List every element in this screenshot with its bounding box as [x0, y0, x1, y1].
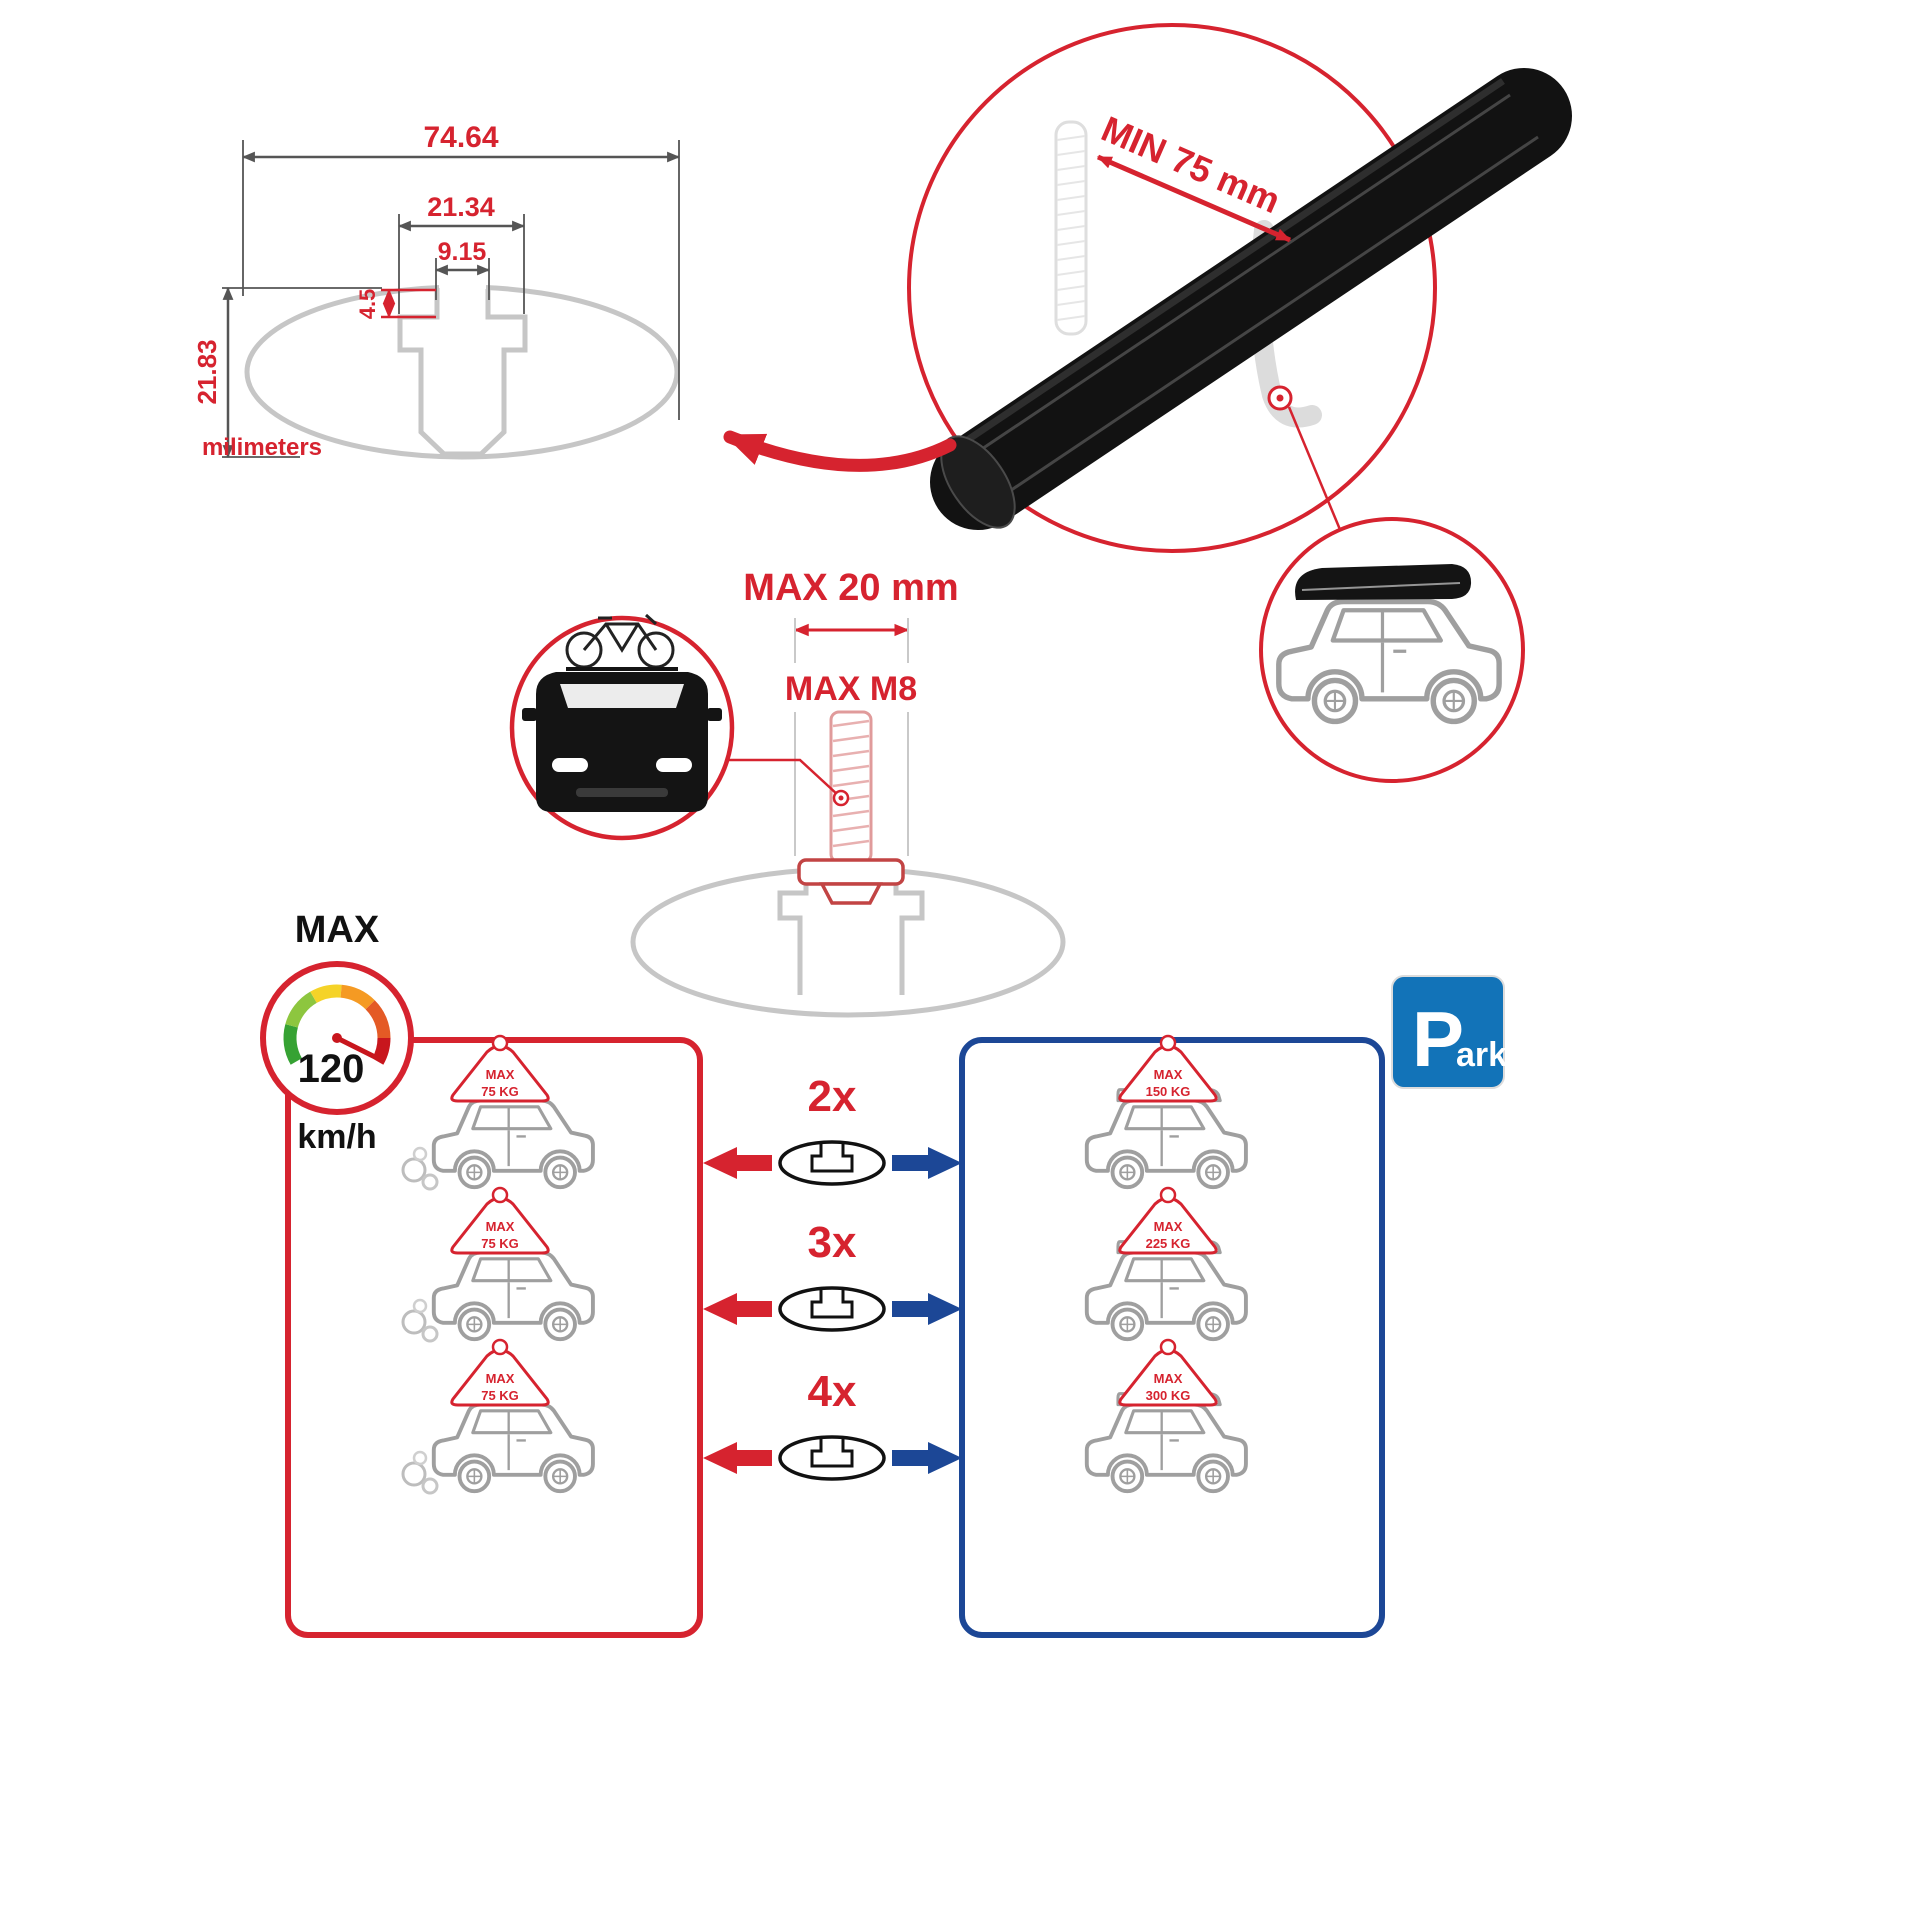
right-arrow-icon — [892, 1442, 962, 1474]
dynamic-load-label-3: MAX 75 KG — [450, 1338, 550, 1407]
right-headlight — [656, 758, 692, 772]
dynamic-load-label-1: MAX 75 KG — [450, 1034, 550, 1103]
speed-limit-gauge: MAX 120 km/h — [260, 909, 414, 1156]
detail-connector-line — [1287, 406, 1343, 533]
ext-lines-total-width — [242, 140, 680, 420]
slot-opening-mask — [439, 280, 486, 294]
load-value: 150 KG — [1146, 1084, 1191, 1099]
static-load-label-1: MAX 150 KG — [1118, 1034, 1218, 1103]
dim-total-height: 21.83 — [192, 339, 222, 404]
speed-value: 120 — [298, 1047, 365, 1091]
t-slot-icon — [810, 1142, 854, 1173]
grille — [576, 788, 668, 797]
load-max-word: MAX — [486, 1067, 515, 1082]
bolt-max-width-label: MAX 20 mm — [743, 567, 958, 609]
hook-icon — [1159, 1186, 1177, 1204]
park-sign-p: P — [1412, 995, 1464, 1083]
gauge-needle-hub — [332, 1033, 342, 1043]
unit-label: milimeters — [202, 434, 322, 461]
speed-max-title: MAX — [295, 909, 380, 951]
hook-icon — [1159, 1338, 1177, 1356]
static-load-panel: MAX 150 KG MAX 225 KG MAX 300 KG — [959, 1034, 1385, 1638]
ext-lines-total-height — [222, 287, 382, 458]
ghost-threaded-rod — [1054, 120, 1088, 336]
dim-cavity-width: 21.34 — [427, 192, 495, 222]
left-arrow-icon — [703, 1442, 772, 1474]
t-slot-icon — [810, 1437, 854, 1468]
dim-slot-width: 9.15 — [438, 238, 487, 266]
car-front-silhouette — [522, 672, 722, 812]
t-bolt-plate — [797, 858, 905, 886]
gauge-arc-segments — [283, 984, 391, 1065]
left-headlight — [552, 758, 588, 772]
right-arrow-icon — [892, 1147, 962, 1179]
dim-total-width: 74.64 — [423, 121, 498, 154]
park-sign: P ark — [1391, 975, 1507, 1089]
bolt-dimension-diagram: MAX 20 mm MAX M8 — [630, 567, 1066, 1018]
dynamic-load-panel: MAX 75 KG MAX 75 KG MAX 75 KG — [285, 1034, 703, 1638]
windshield — [560, 684, 684, 708]
crossbar-detail-circle: MIN 75 mm — [723, 23, 1572, 553]
load-max-word: MAX — [1154, 1067, 1183, 1082]
min-clamp-arrow — [1096, 154, 1292, 243]
crossbar-oval-icon — [778, 1140, 886, 1186]
dynamic-load-label-2: MAX 75 KG — [450, 1186, 550, 1255]
hook-icon — [491, 1034, 509, 1052]
t-bolt-stem — [819, 882, 883, 905]
bolt-max-thread-label: MAX M8 — [785, 670, 917, 708]
crossbar-multiplier-rows: 2x 3x 4x — [703, 1072, 962, 1481]
left-arrow-icon — [703, 1293, 772, 1325]
load-max-word: MAX — [1154, 1219, 1183, 1234]
load-max-word: MAX — [486, 1219, 515, 1234]
static-load-label-2: MAX 225 KG — [1118, 1186, 1218, 1255]
park-sign-ark: ark — [1456, 1036, 1507, 1074]
multiplier-label-4x: 4x — [808, 1367, 857, 1416]
park-sign-board — [1391, 975, 1505, 1089]
hook-icon — [1159, 1034, 1177, 1052]
threaded-bolt — [797, 710, 905, 905]
channel-profile — [777, 872, 925, 995]
crossbar-oval-icon — [778, 1286, 886, 1332]
bolt-pointer-line — [716, 758, 839, 796]
crossbar-oval-icon — [778, 1435, 886, 1481]
cross-section-dimension-diagram: 74.64 21.34 9.15 4.5 21.83 milimeters — [192, 121, 681, 461]
load-max-word: MAX — [486, 1371, 515, 1386]
roof-box-seam — [1301, 582, 1461, 591]
right-mirror — [707, 708, 722, 721]
black-crossbar — [930, 68, 1572, 530]
car-front-bike-circle — [509, 613, 735, 841]
dim-slot-depth: 4.5 — [355, 289, 380, 320]
zoom-swoosh-arrow — [723, 430, 957, 472]
t-slot-icon — [810, 1288, 854, 1319]
load-value: 75 KG — [481, 1388, 519, 1403]
detail-point-dot — [1276, 394, 1284, 402]
black-roof-box — [1295, 564, 1472, 600]
gauge-needle — [334, 1035, 376, 1059]
load-max-word: MAX — [1154, 1371, 1183, 1386]
multiplier-label-3x: 3x — [808, 1218, 857, 1267]
speed-unit: km/h — [297, 1118, 376, 1156]
load-value: 75 KG — [481, 1084, 519, 1099]
hook-icon — [491, 1186, 509, 1204]
left-arrow-icon — [703, 1147, 772, 1179]
t-slot-profile — [397, 288, 528, 457]
left-mirror — [522, 708, 537, 721]
right-arrow-icon — [892, 1293, 962, 1325]
static-load-label-3: MAX 300 KG — [1118, 1338, 1218, 1407]
bolt-pointer-dot — [838, 795, 844, 801]
multiplier-label-2x: 2x — [808, 1072, 857, 1121]
load-value: 300 KG — [1146, 1388, 1191, 1403]
bolt-ext-lines — [794, 618, 909, 856]
load-value: 75 KG — [481, 1236, 519, 1251]
hook-icon — [491, 1338, 509, 1356]
bar-cross-section-ellipse — [244, 284, 680, 460]
car-roofbox-circle — [1259, 517, 1525, 783]
load-value: 225 KG — [1146, 1236, 1191, 1251]
